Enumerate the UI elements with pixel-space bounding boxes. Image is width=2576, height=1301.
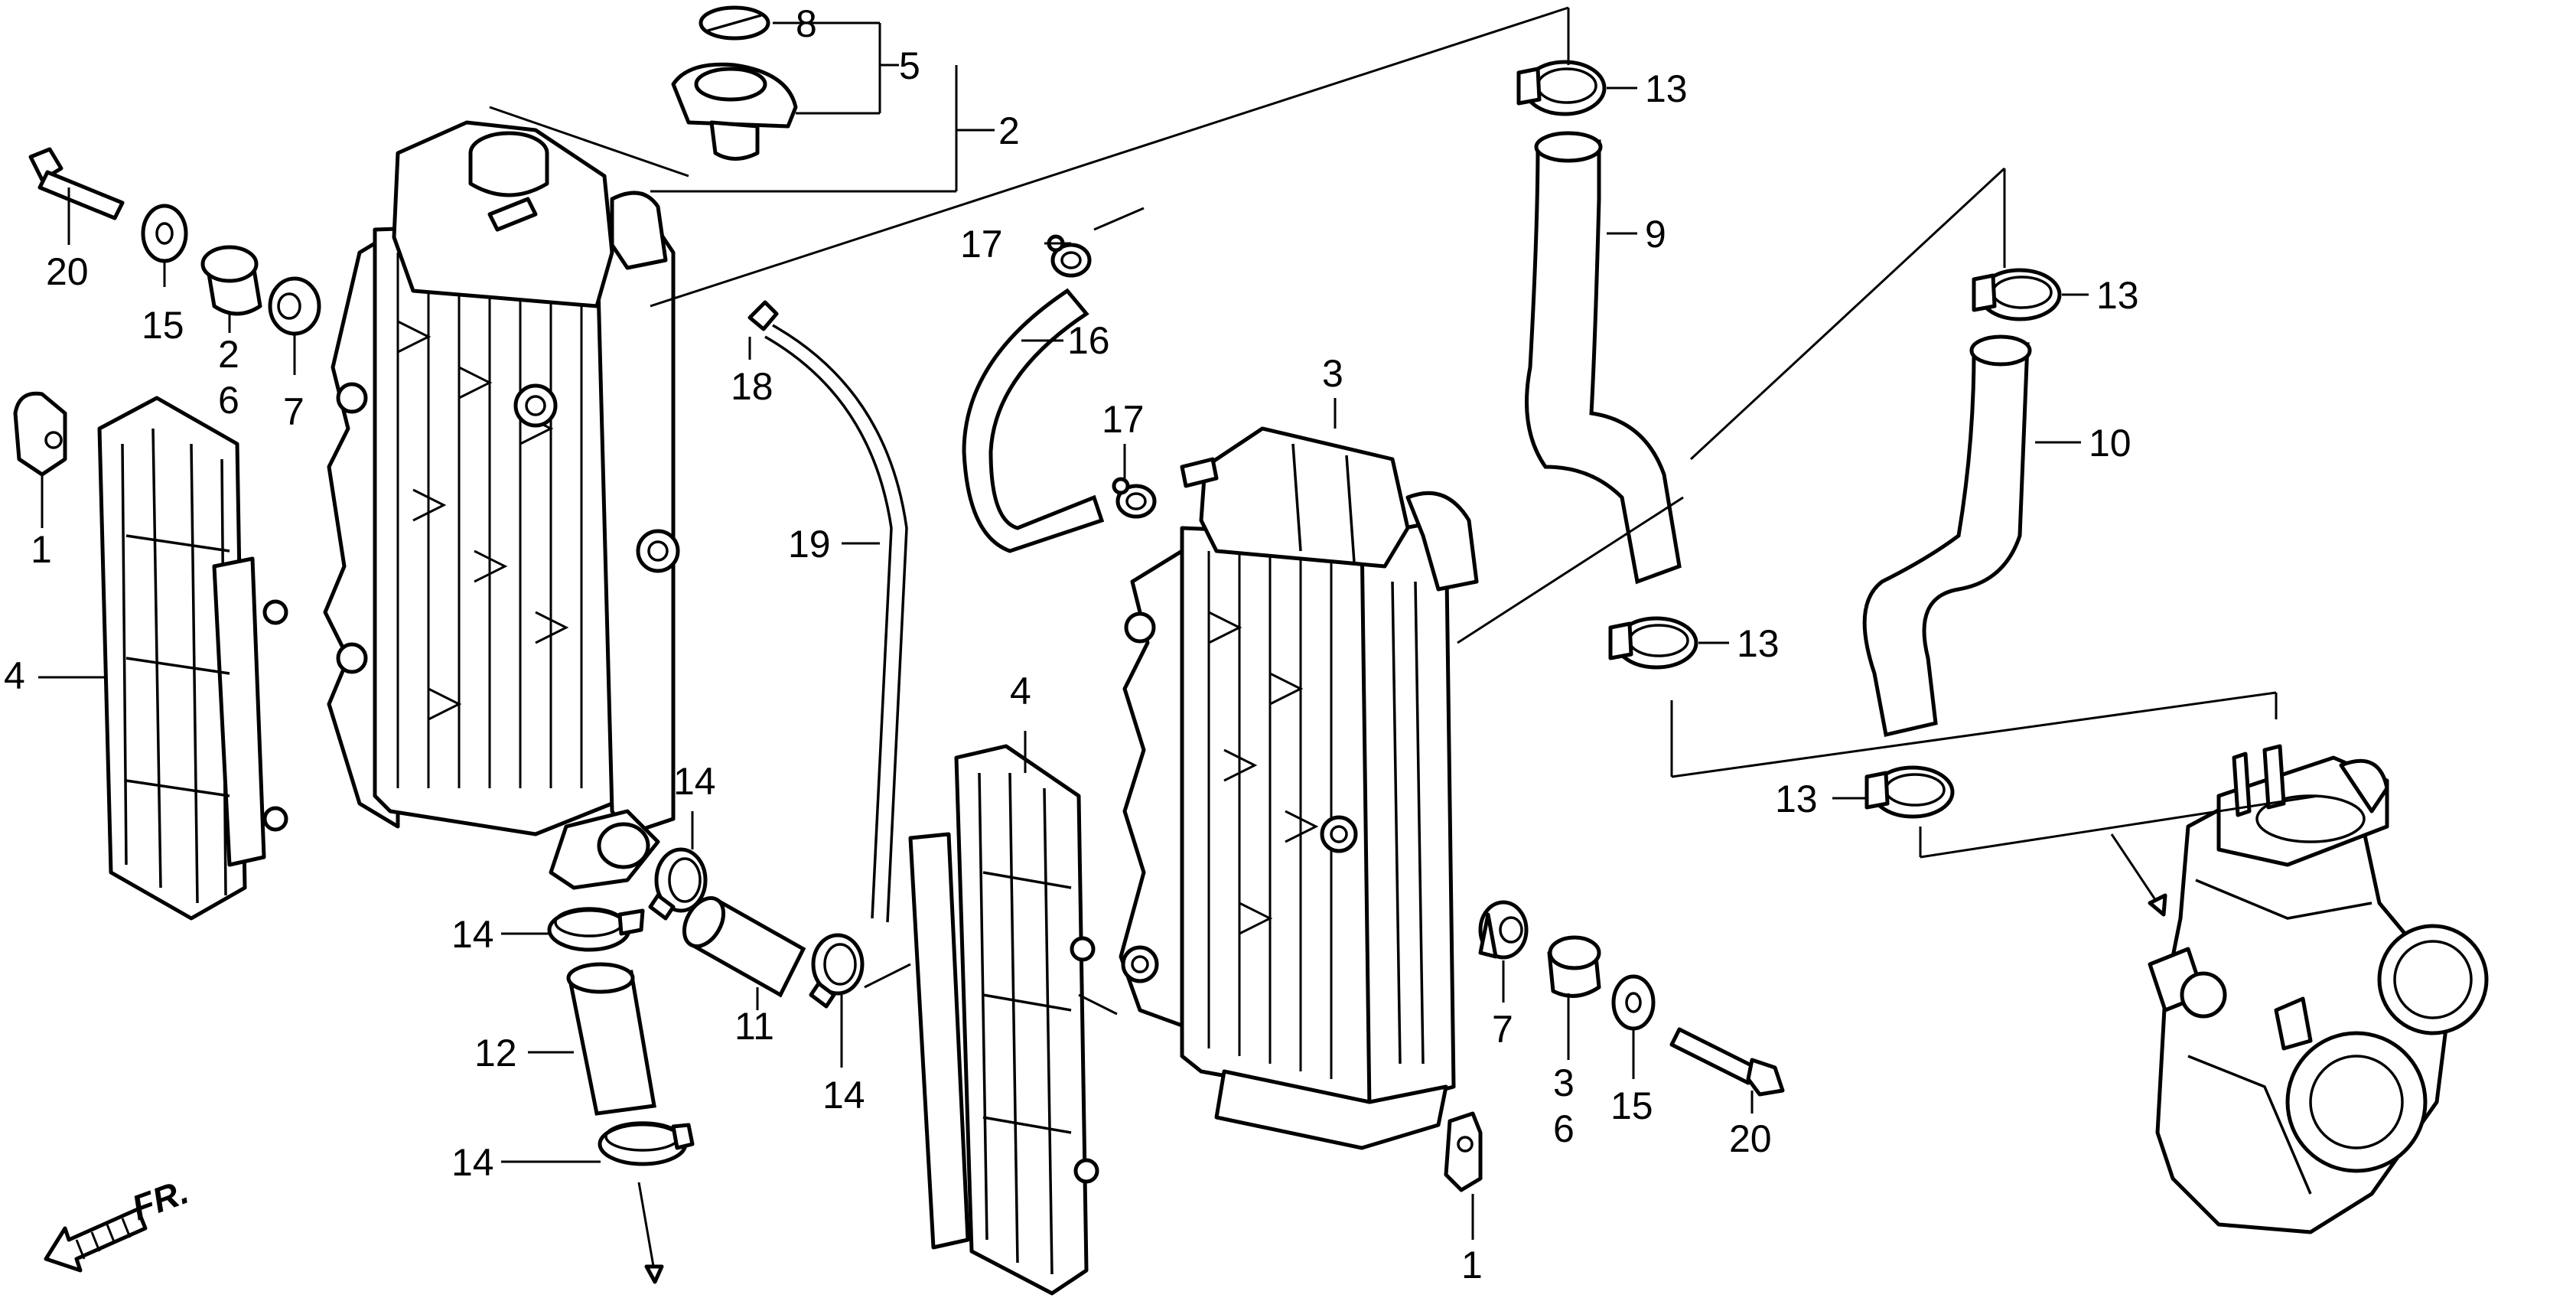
callout-9: 9: [1645, 213, 1666, 256]
hose-12: [566, 962, 656, 1116]
hose-clamp-14b: [648, 847, 708, 921]
right-radiator-fins: [1207, 551, 1333, 1079]
leader-lines: [38, 6, 2319, 1284]
callout-2-grommet: 2: [218, 333, 239, 376]
clip-17b: [1112, 477, 1157, 519]
callout-4-left: 4: [4, 654, 25, 697]
callout-labels: 8 5 2 20 15 2 6 7 1 4 18 19 17 16 17 3 1…: [4, 2, 2139, 1286]
hose-clamp-13b: [1972, 268, 2062, 321]
callout-13-mid: 13: [1737, 622, 1780, 665]
washer-left: [141, 204, 188, 263]
callout-14-top: 14: [673, 760, 716, 803]
right-radiator: [1119, 426, 1479, 1150]
radiator-cap: [671, 62, 798, 161]
hose-16: [962, 288, 1105, 553]
rubber-mount-left: [13, 391, 67, 477]
callout-13-bottom: 13: [1775, 778, 1818, 820]
hose-clamp-13a: [1516, 60, 1607, 116]
clip-17a: [1047, 234, 1092, 278]
washer-right: [1611, 974, 1656, 1031]
callout-12: 12: [474, 1032, 517, 1074]
engine-cylinder: [2148, 744, 2489, 1234]
left-radiator: [323, 120, 680, 890]
callout-20-right: 20: [1729, 1117, 1772, 1160]
hose-clamp-14a: [547, 907, 645, 952]
bolt-left: [28, 147, 125, 220]
hose-clamp-14c: [809, 933, 865, 1009]
callout-3-radiator: 3: [1322, 352, 1343, 395]
callout-7-left: 7: [283, 390, 304, 433]
collar-left: [268, 276, 321, 336]
callout-11: 11: [734, 1005, 774, 1048]
callout-17-top: 17: [960, 223, 1003, 266]
callout-18: 18: [731, 365, 773, 408]
callout-1-left: 1: [31, 528, 52, 571]
grommet-left: [200, 245, 262, 316]
hose-clamp-14d: [598, 1121, 695, 1166]
callout-16: 16: [1067, 319, 1110, 362]
callout-8: 8: [796, 2, 817, 45]
hose-10: [1862, 334, 2032, 738]
hose-9: [1525, 131, 1682, 585]
collar-right: [1478, 900, 1529, 960]
callout-15-left: 15: [142, 304, 184, 347]
callout-20-left: 20: [46, 250, 89, 293]
front-direction-arrow: FR.: [44, 1171, 194, 1273]
callout-17-mid: 17: [1102, 398, 1145, 441]
left-radiator-fins: [396, 253, 583, 788]
callout-6-left: 6: [218, 379, 239, 422]
callout-1-right: 1: [1461, 1244, 1483, 1286]
front-direction-label: FR.: [127, 1171, 194, 1228]
callout-14-mid: 14: [822, 1074, 865, 1117]
breather-tube: [747, 300, 908, 923]
bolt-right: [1669, 1027, 1785, 1097]
callout-6-right: 6: [1553, 1107, 1575, 1150]
callout-3-grommet: 3: [1553, 1061, 1575, 1104]
callout-2-cap: 2: [998, 109, 1020, 152]
callout-14-bottom: 14: [451, 1141, 494, 1184]
callout-19: 19: [788, 523, 831, 566]
hose-clamp-13d: [1864, 765, 1955, 819]
left-radiator-shroud: [97, 396, 288, 921]
callout-15-right: 15: [1610, 1084, 1653, 1127]
callout-14-left: 14: [451, 913, 494, 956]
callout-13-top: 13: [1645, 67, 1688, 110]
hose-clamp-13c: [1608, 616, 1698, 670]
right-radiator-shroud: [908, 744, 1099, 1296]
callout-7-right: 7: [1492, 1008, 1513, 1051]
grommet-right: [1547, 935, 1601, 998]
callout-13-right: 13: [2096, 274, 2139, 317]
callout-5: 5: [899, 44, 920, 87]
callout-10: 10: [2089, 422, 2131, 465]
callout-4-right: 4: [1010, 670, 1031, 712]
hose-11: [682, 896, 806, 998]
